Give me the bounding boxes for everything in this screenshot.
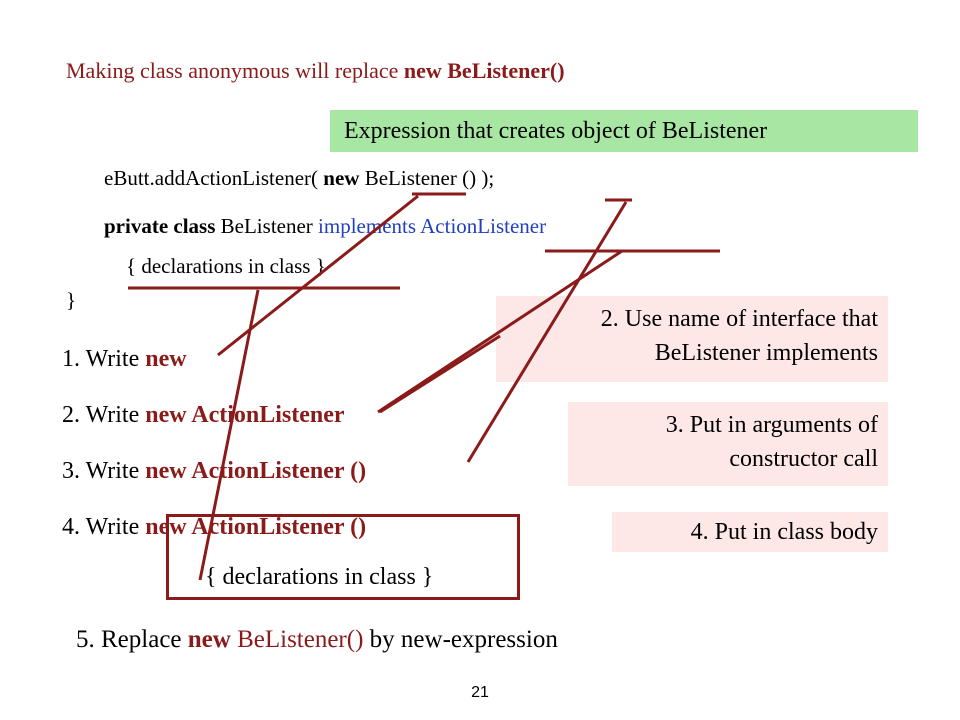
note-constructor-args: 3. Put in arguments of constructor call	[568, 402, 888, 486]
anonymous-class-frame	[166, 514, 520, 600]
step-3-code: new ActionListener ()	[145, 458, 367, 484]
note-2-line-1: 2. Use name of interface that	[600, 306, 878, 332]
note-3-line-2: constructor call	[729, 446, 878, 472]
code-class-name: BeListener	[215, 214, 319, 238]
step-1-prefix: 1. Write	[62, 346, 146, 372]
page-number: 21	[471, 684, 489, 701]
code-closing-brace: }	[66, 288, 77, 312]
note-class-body: 4. Put in class body	[612, 512, 888, 552]
heading-code: new BeListener()	[403, 58, 565, 83]
code-class-body: { declarations in class }	[126, 254, 326, 278]
slide-heading: Making class anonymous will replace new …	[66, 58, 565, 84]
step-1-code: new	[145, 346, 187, 372]
step-5-rest: by new-expression	[363, 626, 558, 653]
step-4-code: new ActionListener ()	[145, 514, 367, 540]
step-3: 3. Write new ActionListener ()	[62, 458, 366, 485]
step-3-prefix: 3. Write	[62, 458, 146, 484]
connector-body	[198, 289, 260, 581]
step-2: 2. Write new ActionListener	[62, 402, 345, 429]
connector-note2	[379, 334, 501, 414]
step-5-prefix: 5. Replace	[76, 626, 188, 653]
step-4: 4. Write new ActionListener ()	[62, 514, 366, 541]
step-5-classname: BeListener()	[230, 626, 364, 653]
code-declaration-line: private class BeListener implements Acti…	[104, 214, 546, 239]
code-call-line: eButt.addActionListener( new BeListener …	[104, 166, 494, 191]
connector-new	[217, 194, 419, 357]
step-5: 5. Replace new BeListener() by new-expre…	[76, 626, 558, 654]
step-4-body: { declarations in class }	[205, 564, 434, 590]
step-4-prefix: 4. Write	[62, 514, 146, 540]
connector-interface	[377, 249, 623, 414]
step-1: 1. Write new	[62, 346, 187, 373]
code-private-class: private class	[104, 214, 216, 238]
code-call-prefix: eButt.addActionListener(	[104, 166, 324, 190]
step-2-prefix: 2. Write	[62, 402, 146, 428]
step-5-new: new	[187, 626, 231, 653]
step-2-code: new ActionListener	[145, 402, 345, 428]
heading-text: Making class anonymous will replace	[66, 58, 404, 83]
note-3-line-1: 3. Put in arguments of	[665, 412, 878, 438]
code-call-new: new	[323, 166, 360, 190]
connector-args	[466, 201, 628, 463]
code-implements: implements ActionListener	[318, 214, 547, 238]
code-call-rest: BeListener () );	[359, 166, 495, 190]
expression-callout: Expression that creates object of BeList…	[330, 110, 918, 152]
note-2-line-2: BeListener implements	[654, 340, 878, 366]
